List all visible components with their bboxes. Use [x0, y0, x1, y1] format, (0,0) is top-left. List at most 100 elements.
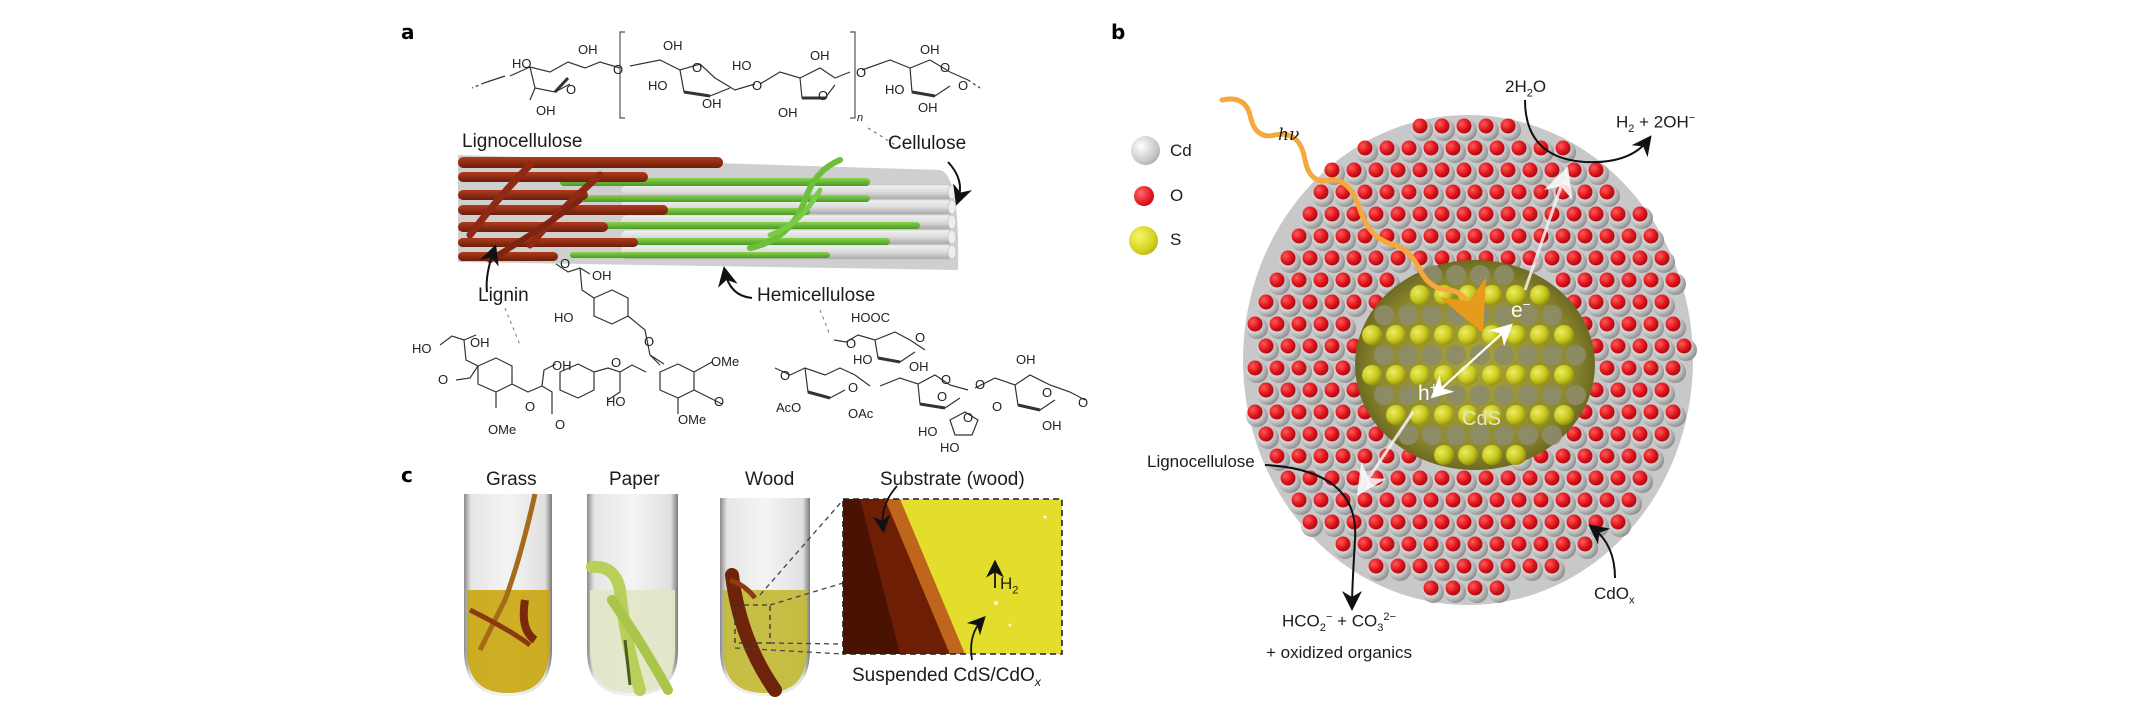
suspension-arrow	[966, 616, 986, 661]
o-atom	[1269, 448, 1285, 464]
s-atom	[1410, 285, 1430, 305]
o-atom	[1324, 426, 1340, 442]
o-atom	[1434, 206, 1450, 222]
suspension-text: Suspended CdS/CdO	[852, 665, 1035, 686]
o-atom	[1280, 250, 1296, 266]
o-atom	[1379, 140, 1395, 156]
chem-group: HO	[554, 310, 574, 325]
o-atom	[1390, 514, 1406, 530]
chem-group: O	[752, 78, 763, 93]
o-atom	[1599, 404, 1615, 420]
s-atom	[1530, 405, 1550, 425]
o-atom	[1423, 184, 1439, 200]
o-atom	[1335, 404, 1351, 420]
o-atom	[1346, 294, 1362, 310]
o-atom	[1456, 558, 1472, 574]
o-atom	[1654, 294, 1670, 310]
o-atom	[1379, 492, 1395, 508]
s-atom	[1434, 325, 1454, 345]
cd-core-atom	[1542, 425, 1562, 445]
o-atom	[1467, 492, 1483, 508]
legend-s-sphere	[1129, 226, 1158, 255]
o-atom	[1544, 470, 1560, 486]
chem-group: HO	[606, 394, 626, 409]
o-atom	[1599, 492, 1615, 508]
o-atom	[1302, 382, 1318, 398]
test-tube-paper	[586, 494, 678, 696]
s-atom	[1482, 285, 1502, 305]
cd-core-atom	[1374, 305, 1394, 325]
o-atom	[1456, 162, 1472, 178]
exciton-arrow	[1430, 323, 1513, 399]
o-atom	[1544, 250, 1560, 266]
o-atom	[1346, 426, 1362, 442]
chem-group: O	[941, 372, 952, 387]
o-atom	[1654, 250, 1670, 266]
o-atom	[1577, 184, 1593, 200]
o-atom	[1599, 272, 1615, 288]
chem-group: O	[915, 330, 926, 345]
o-atom	[1390, 162, 1406, 178]
o-atom	[1665, 316, 1681, 332]
s-atom	[1386, 325, 1406, 345]
o-atom	[1324, 294, 1340, 310]
cd-core-atom	[1398, 385, 1418, 405]
cd-core-atom	[1494, 265, 1514, 285]
o-atom	[1291, 228, 1307, 244]
o-atom	[1302, 426, 1318, 442]
chem-group: HO	[732, 58, 752, 73]
o-atom	[1379, 536, 1395, 552]
o-atom	[1599, 316, 1615, 332]
o-atom	[1291, 404, 1307, 420]
oxidation-arrow	[1264, 464, 1363, 611]
o-atom	[1467, 536, 1483, 552]
shell-label: CdOx	[1594, 584, 1635, 606]
chem-group: O	[856, 65, 867, 80]
o-atom	[1478, 206, 1494, 222]
oxidation-products-line2: + oxidized organics	[1266, 643, 1413, 662]
legend-o-label: O	[1170, 186, 1184, 205]
o-atom	[1445, 492, 1461, 508]
chem-group: OH	[702, 96, 722, 111]
chem-group: HO	[648, 78, 668, 93]
o-atom	[1357, 140, 1373, 156]
o-atom	[1247, 404, 1263, 420]
cd-core-atom	[1470, 425, 1490, 445]
cd-core-atom	[1494, 305, 1514, 325]
hole-text: h	[1418, 382, 1430, 405]
o-atom	[1456, 514, 1472, 530]
o-atom	[1313, 272, 1329, 288]
o-atom	[1588, 294, 1604, 310]
chem-group: O	[848, 380, 859, 395]
o-atom	[1621, 228, 1637, 244]
cd-core-atom	[1422, 345, 1442, 365]
suspension-subscript: x	[1034, 674, 1041, 689]
chem-group: HO	[412, 341, 432, 356]
cd-core-atom	[1422, 425, 1442, 445]
cd-core-atom	[1518, 425, 1538, 445]
o-atom	[1335, 536, 1351, 552]
o-atom	[1390, 250, 1406, 266]
o-atom	[1401, 228, 1417, 244]
s-atom	[1458, 325, 1478, 345]
cd-core-atom	[1518, 305, 1538, 325]
o-atom	[1258, 382, 1274, 398]
h2-text: H	[1616, 112, 1629, 132]
cd-core-atom	[1446, 385, 1466, 405]
test-tube-wood	[720, 498, 810, 697]
o-atom	[1335, 360, 1351, 376]
o-atom	[1368, 426, 1384, 442]
chem-group: OAc	[848, 406, 874, 421]
chem-group: AcO	[776, 400, 802, 415]
shell-subscript: x	[1628, 594, 1635, 607]
o-atom	[1577, 448, 1593, 464]
lignin-arrow	[479, 244, 499, 293]
o-atom	[1412, 558, 1428, 574]
carbonate-text: + CO	[1332, 611, 1378, 631]
s-atom	[1506, 405, 1526, 425]
o-atom	[1500, 514, 1516, 530]
o-atom	[1621, 316, 1637, 332]
o-atom	[1621, 360, 1637, 376]
panel-label-a: a	[401, 20, 415, 44]
o-atom	[1291, 272, 1307, 288]
